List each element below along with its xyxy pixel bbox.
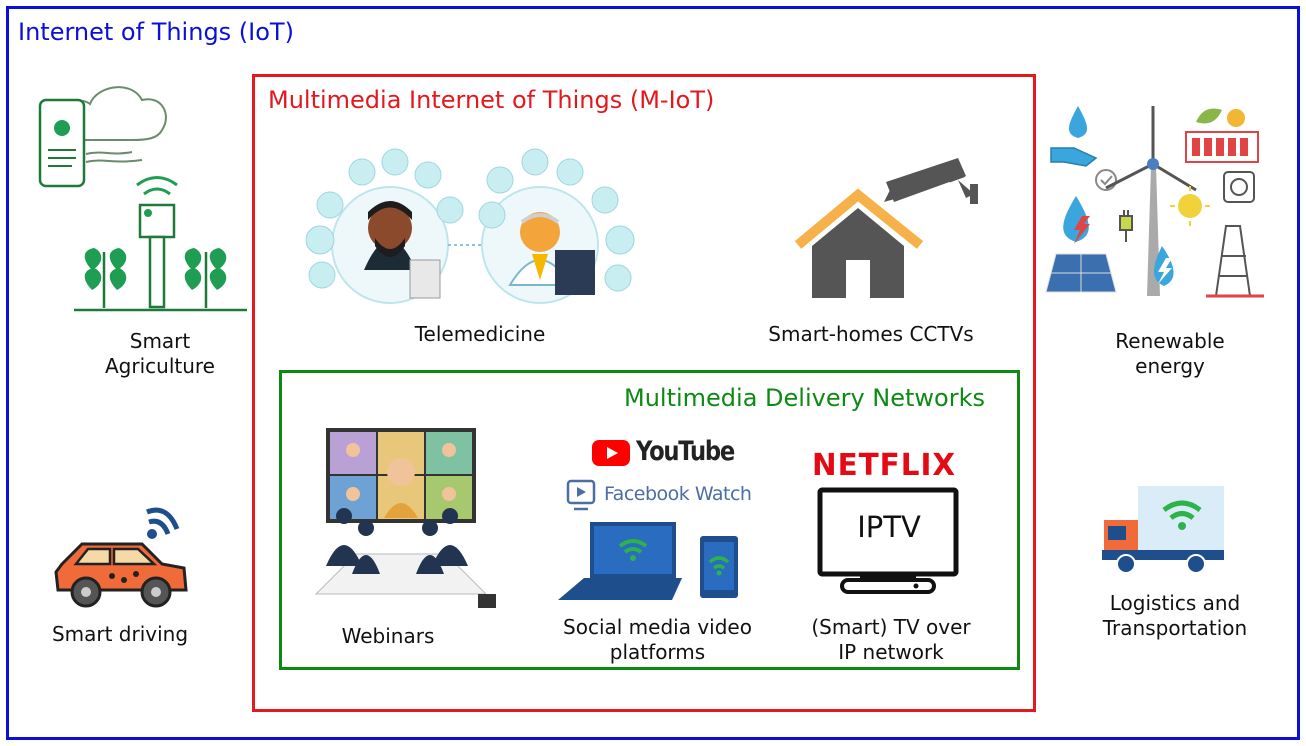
renewable-energy-line1: Renewable [1115, 329, 1225, 353]
logistics-label: Logistics and Transportation [1080, 591, 1270, 641]
miot-frame [252, 74, 1036, 712]
webinars-label: Webinars [341, 624, 435, 648]
tv-icon [817, 487, 959, 594]
renewable-energy-line2: energy [1135, 354, 1205, 378]
smart-agriculture-line1: Smart [129, 329, 191, 353]
smart-tv-label: (Smart) TV over IP network [793, 615, 989, 665]
logistics-line2: Transportation [1102, 616, 1248, 640]
smart-car-icon [54, 507, 188, 608]
smart-tv-line1: (Smart) TV over [811, 615, 971, 639]
mdn-frame [279, 370, 1020, 670]
smart-driving-label: Smart driving [51, 622, 189, 646]
youtube-logo-icon [592, 440, 630, 466]
facebook-watch-text: Facebook Watch [604, 483, 752, 505]
facebook-watch-icon [566, 479, 596, 511]
renewable-energy-label: Renewable energy [1090, 329, 1250, 379]
iot-frame [6, 6, 1300, 740]
social-media-line2: platforms [609, 640, 706, 664]
smart-agriculture-line2: Agriculture [105, 354, 215, 378]
social-media-line1: Social media video [563, 615, 752, 639]
telemedicine-label: Telemedicine [414, 322, 546, 346]
social-media-label: Social media video platforms [545, 615, 770, 665]
cctv-home-icon [794, 158, 978, 298]
miot-title: Multimedia Internet of Things (M-IoT) [268, 86, 715, 114]
smart-tv-line2: IP network [838, 640, 944, 664]
logistics-truck-icon [1102, 486, 1224, 574]
renewable-energy-icon [1045, 106, 1264, 298]
smart-agriculture-icon [38, 86, 247, 312]
logistics-line1: Logistics and [1109, 591, 1241, 615]
laptop-phone-icon [558, 522, 738, 600]
cctv-label: Smart-homes CCTVs [768, 322, 974, 346]
webinar-icon [314, 428, 496, 608]
mdn-title: Multimedia Delivery Networks [624, 384, 986, 412]
netflix-logo-text: NETFLIX [812, 448, 957, 483]
telemedicine-icon [305, 148, 635, 304]
smart-agriculture-label: Smart Agriculture [80, 329, 240, 379]
iot-title: Internet of Things (IoT) [18, 18, 294, 46]
iptv-text: IPTV [857, 510, 921, 544]
youtube-logo-text: YouTube [636, 436, 735, 467]
